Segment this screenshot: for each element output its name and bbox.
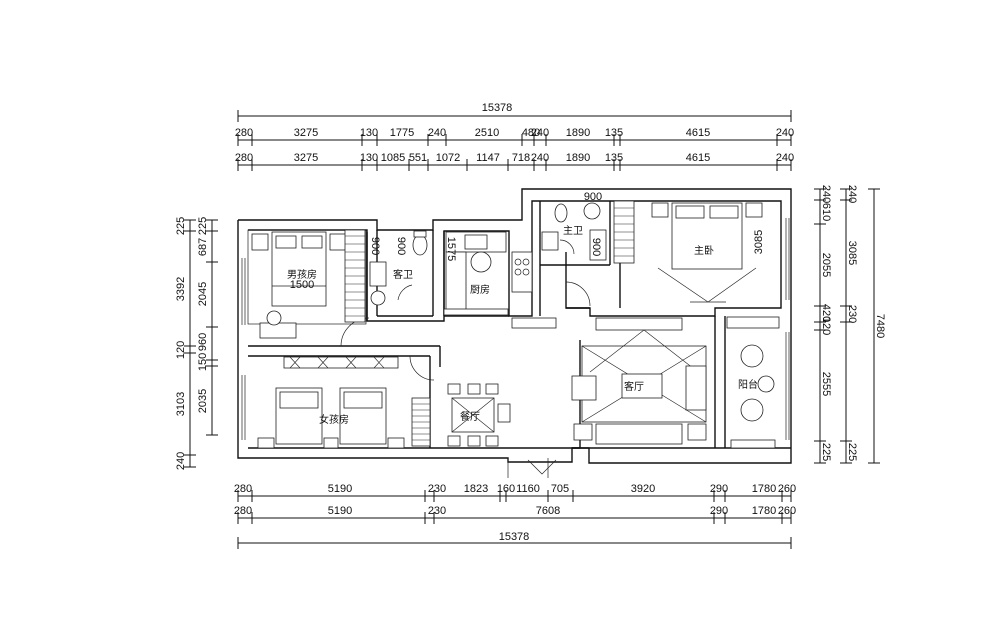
inner-1500: 1500 <box>290 279 314 291</box>
top-dim-2-12: 240 <box>776 152 794 164</box>
left-dim-4: 240 <box>175 452 187 470</box>
left-inner-dim-5: 2035 <box>197 389 209 413</box>
inner-900-b: 900 <box>395 237 407 255</box>
inner-900-d: 900 <box>590 238 602 256</box>
bottom-dim-1-8: 290 <box>710 483 728 495</box>
room-dining: 餐厅 <box>460 410 480 423</box>
bottom-dimensions: 280 5190 230 1823 160 1160 705 3920 290 … <box>234 483 796 549</box>
top-dim-2-0: 280 <box>235 152 253 164</box>
room-labels: 男孩房 客卫 厨房 主卫 主卧 客厅 阳台 女孩房 餐厅 <box>287 225 758 426</box>
bottom-dim-1-10: 260 <box>778 483 796 495</box>
right-mid-dim-0: 240 <box>846 185 858 203</box>
bottom-dim-2-5: 1780 <box>752 505 776 517</box>
left-dim-1: 3392 <box>175 277 187 301</box>
left-inner-dim-4: 150 <box>197 353 209 371</box>
bottom-dim-2-2: 230 <box>428 505 446 517</box>
room-master-bath: 主卫 <box>563 225 583 237</box>
top-dim-2-8: 240 <box>531 152 549 164</box>
top-dim-2-10: 135 <box>605 152 623 164</box>
bottom-dim-1-6: 705 <box>551 483 569 495</box>
top-dim-2-9: 1890 <box>566 152 590 164</box>
room-kitchen: 厨房 <box>470 283 490 296</box>
bottom-dim-1-0: 280 <box>234 483 252 495</box>
left-dim-0: 225 <box>175 217 187 235</box>
inner-3085: 3085 <box>753 230 765 254</box>
inner-dimensions: 900 900 1575 900 900 3085 1500 <box>290 191 765 291</box>
left-dimensions: 225 3392 120 3103 240 225 687 2045 960 1… <box>175 217 218 470</box>
right-mid-dim-1: 3085 <box>846 241 858 265</box>
right-dim-0: 240 <box>820 185 832 203</box>
top-dim-1-8: 1890 <box>566 127 590 139</box>
right-mid-dim-3: 225 <box>846 443 858 461</box>
left-dim-3: 3103 <box>175 392 187 416</box>
bottom-dim-2-1: 5190 <box>328 505 352 517</box>
right-dim-4: 120 <box>820 317 832 335</box>
top-dim-1-2: 130 <box>360 127 378 139</box>
right-mid-dim-2: 230 <box>846 305 858 323</box>
top-dim-2-3: 1085 <box>381 152 405 164</box>
left-inner-dim-0: 225 <box>197 217 209 235</box>
top-dim-1-4: 240 <box>428 127 446 139</box>
top-dim-1-5: 2510 <box>475 127 499 139</box>
top-dim-2-7: 718 <box>512 152 530 164</box>
bottom-dim-1-1: 5190 <box>328 483 352 495</box>
room-guest-bath: 客卫 <box>393 268 413 281</box>
walls <box>237 188 792 478</box>
top-dim-2-1: 3275 <box>294 152 318 164</box>
inner-900-c: 900 <box>584 191 602 203</box>
furniture <box>251 200 780 449</box>
bottom-dim-1-5: 1160 <box>516 483 540 495</box>
right-total-dim: 7480 <box>874 314 886 338</box>
top-dim-2-11: 4615 <box>686 152 710 164</box>
bottom-dim-2-6: 260 <box>778 505 796 517</box>
bottom-dim-1-3: 1823 <box>464 483 488 495</box>
top-dim-1-10: 4615 <box>686 127 710 139</box>
top-dim-1-11: 240 <box>776 127 794 139</box>
top-dim-2-6: 1147 <box>476 152 500 164</box>
right-dim-6: 225 <box>820 443 832 461</box>
top-total-dim: 15378 <box>482 102 513 114</box>
right-dimensions: 240 610 2055 420 120 2555 225 240 3085 2… <box>814 185 886 464</box>
inner-900-a: 900 <box>369 237 381 255</box>
inner-1575: 1575 <box>445 237 457 261</box>
left-inner-dim-3: 960 <box>197 333 209 351</box>
left-dim-2: 120 <box>175 341 187 359</box>
top-dim-2-5: 1072 <box>436 152 460 164</box>
top-dimensions: 15378 280 3275 130 1775 240 2510 480 240… <box>235 102 794 171</box>
bottom-dim-2-4: 290 <box>710 505 728 517</box>
top-dim-1-0: 280 <box>235 127 253 139</box>
bottom-dim-2-3: 7608 <box>536 505 560 517</box>
top-dim-1-7: 240 <box>531 127 549 139</box>
left-inner-dim-1: 687 <box>197 238 209 256</box>
left-inner-dim-2: 2045 <box>197 282 209 306</box>
room-girl-bedroom: 女孩房 <box>319 413 349 426</box>
top-dim-2-4: 551 <box>409 152 427 164</box>
room-master-bedroom: 主卧 <box>694 244 714 257</box>
room-balcony: 阳台 <box>738 378 758 391</box>
right-dim-2: 2055 <box>820 253 832 277</box>
top-dim-1-9: 135 <box>605 127 623 139</box>
right-dim-5: 2555 <box>820 372 832 396</box>
room-boy-bedroom: 男孩房 <box>287 268 317 281</box>
top-dim-2-2: 130 <box>360 152 378 164</box>
top-dim-1-1: 3275 <box>294 127 318 139</box>
top-dim-1-6: 480 <box>522 127 540 139</box>
bottom-dim-1-4: 160 <box>497 483 515 495</box>
right-dim-1: 610 <box>820 203 832 221</box>
bottom-dim-1-9: 1780 <box>752 483 776 495</box>
bottom-total-dim: 15378 <box>499 531 530 543</box>
bottom-dim-2-0: 280 <box>234 505 252 517</box>
bottom-dim-1-2: 230 <box>428 483 446 495</box>
bottom-dim-1-7: 3920 <box>631 483 655 495</box>
top-dim-1-3: 1775 <box>390 127 414 139</box>
right-dim-3: 420 <box>820 304 832 322</box>
room-living: 客厅 <box>624 380 644 393</box>
